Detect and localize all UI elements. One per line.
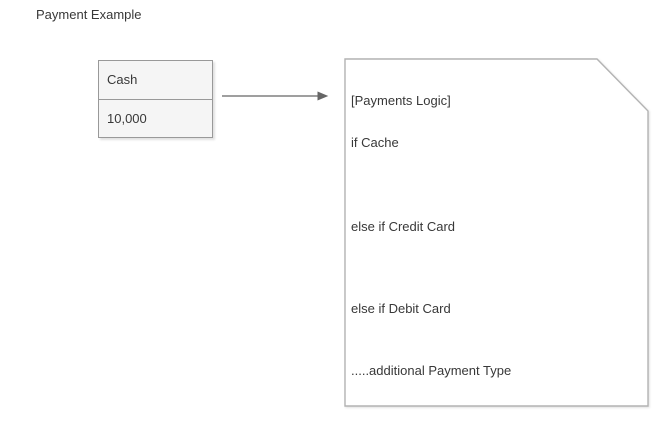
note-line-additional-payment-type: .....additional Payment Type <box>351 363 512 378</box>
note-line-else-if-credit-card: else if Credit Card <box>351 219 456 234</box>
note-line-payments-logic: [Payments Logic] <box>351 93 451 108</box>
cash-table-value-cell[interactable]: 10,000 <box>107 110 147 126</box>
connector-arrow[interactable] <box>213 88 348 104</box>
connector-arrowhead-icon <box>317 91 329 101</box>
note-outline <box>344 58 649 407</box>
payments-note-shape[interactable] <box>344 58 654 412</box>
diagram-title: Payment Example <box>36 7 142 22</box>
note-line-else-if-debit-card: else if Debit Card <box>351 301 451 316</box>
note-line-if-cache: if Cache <box>351 135 399 150</box>
cash-table-node[interactable]: Cash 10,000 <box>98 60 213 138</box>
cash-table-header-cell[interactable]: Cash <box>99 61 212 100</box>
